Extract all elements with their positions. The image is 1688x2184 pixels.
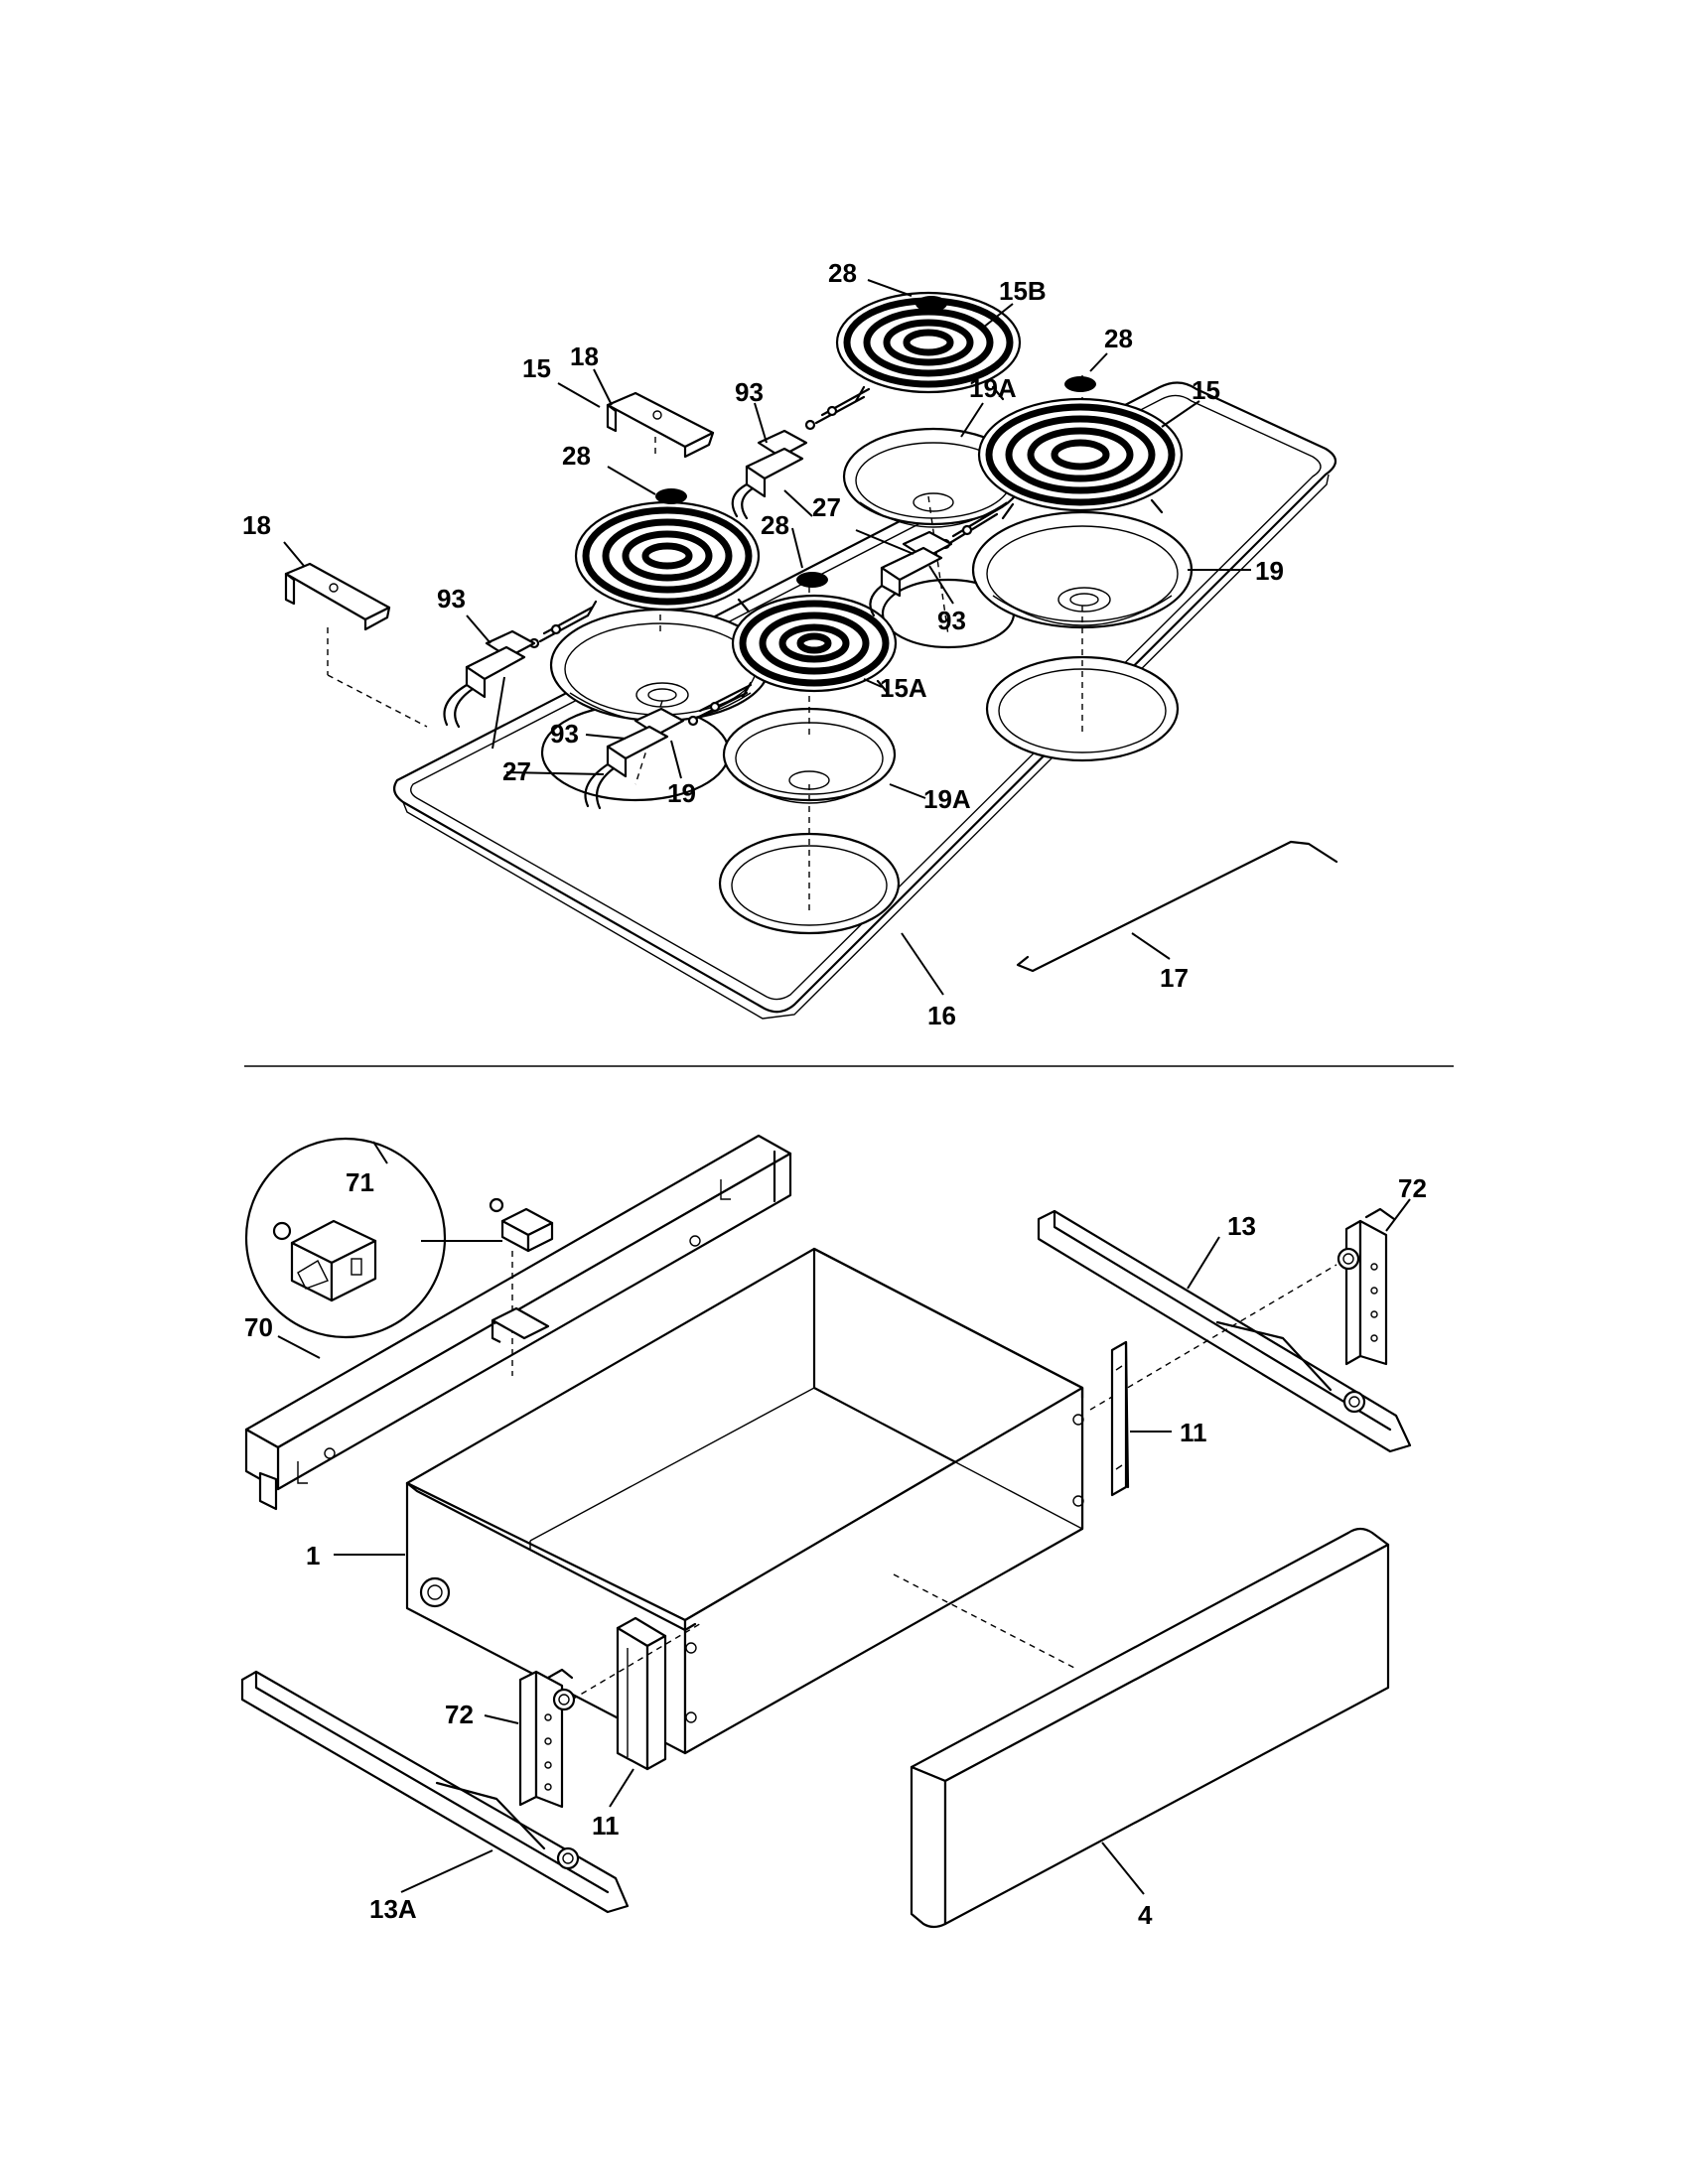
part-labels: 28 15B 28 15 18 93 19A 28 15 27 28 18 93…: [242, 258, 1427, 1930]
label-switch-93-right: 93: [937, 606, 966, 635]
bracket-72-right: [1336, 1207, 1396, 1366]
support-11-left: [616, 1616, 667, 1771]
label-switch-93-left: 93: [437, 584, 466, 614]
surface-element-15b: [835, 291, 1022, 403]
bracket-18-left: [284, 562, 391, 631]
label-cap-15-right: 28: [1104, 324, 1133, 353]
receptacle-inset: [244, 1137, 447, 1339]
drawer-box: [405, 1247, 1084, 1755]
label-coil-15b: 15B: [999, 276, 1047, 306]
label-bowl-19a-bottom: 19A: [923, 784, 971, 814]
label-receptacle-71: 71: [346, 1167, 374, 1197]
label-bracket-18-left: 18: [242, 510, 271, 540]
receptacle-block-left: [443, 629, 536, 729]
label-bracket-18-top: 18: [570, 341, 599, 371]
drip-bowl-19-left: [549, 608, 772, 723]
label-cap-15a: 28: [761, 510, 789, 540]
bracket-18-top: [606, 391, 715, 459]
receptacle-block-bottom: [584, 707, 685, 810]
label-drawer-box-1: 1: [306, 1541, 320, 1570]
label-block-27-left: 27: [502, 756, 531, 786]
surface-element-15-right: [977, 397, 1184, 520]
label-bowl-19-left: 19: [667, 778, 696, 808]
support-11-right: [1110, 1340, 1130, 1497]
label-cap-15-left: 28: [562, 441, 591, 471]
label-slide-13a: 13A: [369, 1894, 417, 1924]
label-switch-93-bottom: 93: [550, 719, 579, 749]
rod-17: [1016, 840, 1338, 973]
label-bowl-19-right: 19: [1255, 556, 1284, 586]
label-bracket-72-right: 72: [1398, 1173, 1427, 1203]
label-bracket-72-left: 72: [445, 1700, 474, 1729]
label-support-11-left: 11: [592, 1811, 620, 1841]
surface-element-15a: [731, 594, 898, 699]
receptacle-71: [489, 1197, 554, 1253]
bracket-72-left: [518, 1668, 576, 1809]
label-bowl-19a-top: 19A: [969, 373, 1017, 403]
label-block-27-mid: 27: [812, 492, 841, 522]
label-rod-17: 17: [1160, 963, 1189, 993]
label-slide-13: 13: [1227, 1211, 1256, 1241]
label-support-11-right: 11: [1180, 1418, 1207, 1447]
cap-28-15b: [915, 296, 947, 312]
leader-lines: [277, 279, 1411, 1895]
receptacle-block-right: [869, 530, 953, 617]
label-switch-93-top: 93: [735, 377, 764, 407]
label-cap-15b: 28: [828, 258, 857, 288]
label-coil-15-left: 15: [522, 353, 551, 383]
label-drawer-front-4: 4: [1138, 1900, 1153, 1930]
label-coil-15-right: 15: [1192, 375, 1220, 405]
cap-28-15-left: [655, 488, 687, 504]
surface-element-15-left: [574, 500, 761, 617]
clip-70: [491, 1306, 550, 1343]
receptacle-block-top: [731, 429, 808, 520]
slide-13a: [240, 1670, 630, 1914]
label-coil-15a: 15A: [880, 673, 927, 703]
cap-28-15a: [796, 572, 828, 588]
element-terminals: [528, 387, 1005, 727]
label-cooktop-16: 16: [927, 1001, 956, 1030]
cap-28-15-right: [1064, 376, 1096, 392]
drawer-front: [910, 1527, 1390, 1929]
label-rail-70: 70: [244, 1312, 273, 1342]
